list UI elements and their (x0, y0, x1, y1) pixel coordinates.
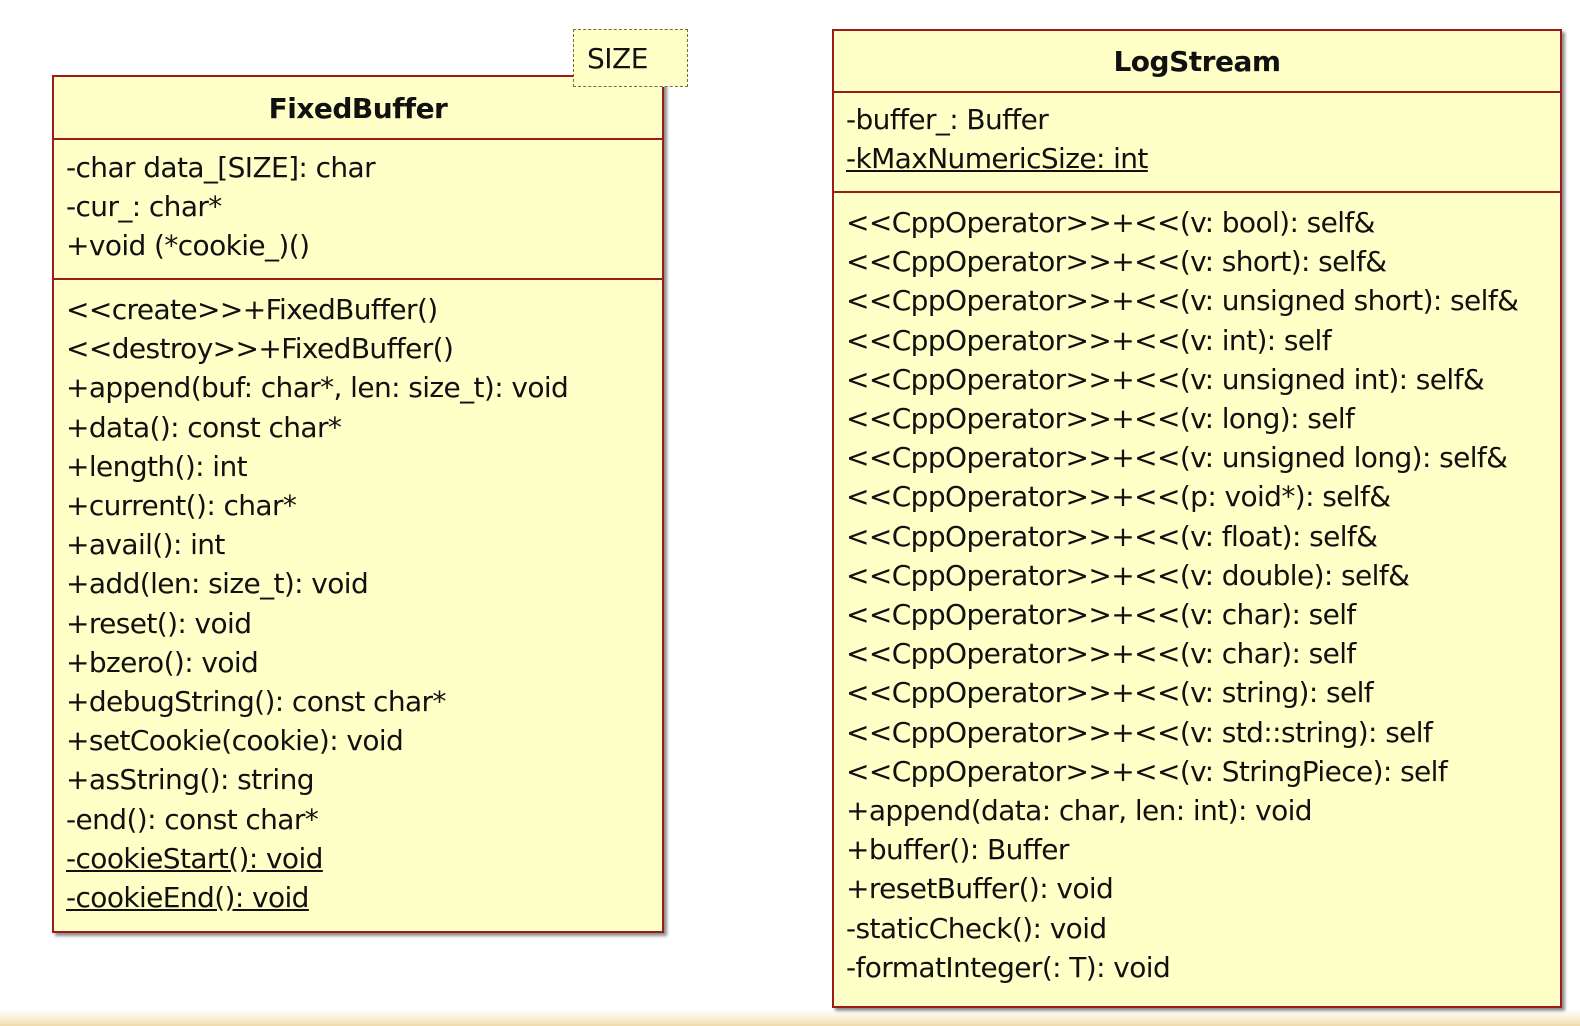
logstream-operation: <<CppOperator>>+<<(v: std::string): self (846, 715, 1433, 749)
fixedbuffer-operation: -cookieStart(): void (66, 841, 323, 875)
logstream-operations: <<CppOperator>>+<<(v: bool): self& <<CppO… (834, 193, 1560, 993)
logstream-operation: +append(data: char, len: int): void (846, 794, 1313, 828)
logstream-attributes: -buffer_: Buffer -kMaxNumericSize: int (834, 93, 1560, 193)
logstream-operation: +resetBuffer(): void (846, 872, 1114, 906)
fixedbuffer-operation: +append(buf: char*, len: size_t): void (66, 371, 569, 405)
logstream-operation: <<CppOperator>>+<<(v: float): self& (846, 519, 1378, 553)
logstream-operation: <<CppOperator>>+<<(v: unsigned long): se… (846, 441, 1508, 475)
fixedbuffer-operation: +setCookie(cookie): void (66, 724, 404, 758)
fixedbuffer-operation: <<destroy>>+FixedBuffer() (66, 332, 454, 366)
fixedbuffer-attribute: +void (*cookie_)() (66, 229, 310, 263)
fixedbuffer-class-name: FixedBuffer (54, 77, 662, 140)
fixedbuffer-operation: +bzero(): void (66, 645, 259, 679)
fixedbuffer-operation: <<create>>+FixedBuffer() (66, 293, 438, 326)
fixedbuffer-class[interactable]: FixedBuffer -char data_[SIZE]: char -cur_… (52, 75, 664, 933)
logstream-class-name: LogStream (834, 31, 1560, 93)
logstream-operation: <<CppOperator>>+<<(v: string): self (846, 676, 1374, 710)
logstream-operation: <<CppOperator>>+<<(v: bool): self& (846, 206, 1376, 239)
logstream-operation: <<CppOperator>>+<<(v: int): self (846, 323, 1332, 357)
logstream-operation: <<CppOperator>>+<<(v: unsigned short): s… (846, 284, 1519, 318)
logstream-operation: <<CppOperator>>+<<(v: short): self& (846, 245, 1387, 279)
logstream-operation: -staticCheck(): void (846, 911, 1107, 945)
fixedbuffer-attribute: -cur_: char* (66, 190, 222, 224)
logstream-operation: <<CppOperator>>+<<(v: long): self (846, 402, 1355, 436)
logstream-operation: <<CppOperator>>+<<(v: unsigned int): sel… (846, 362, 1485, 396)
fixedbuffer-operation: -end(): const char* (66, 802, 319, 836)
logstream-operation: -formatInteger(: T): void (846, 950, 1171, 984)
logstream-class[interactable]: LogStream -buffer_: Buffer -kMaxNumericSi… (832, 29, 1562, 1008)
fixedbuffer-operation: +length(): int (66, 449, 248, 483)
background-glow (0, 1010, 1580, 1026)
fixedbuffer-operation: +asString(): string (66, 763, 315, 797)
logstream-operation: <<CppOperator>>+<<(v: char): self (846, 598, 1356, 632)
logstream-operation: <<CppOperator>>+<<(v: StringPiece): self (846, 754, 1448, 788)
logstream-attribute: -buffer_: Buffer (846, 103, 1049, 136)
fixedbuffer-operation: +debugString(): const char* (66, 685, 446, 719)
fixedbuffer-attributes: -char data_[SIZE]: char -cur_: char* +void… (54, 140, 662, 280)
fixedbuffer-operation: -cookieEnd(): void (66, 881, 309, 915)
fixedbuffer-attribute: -char data_[SIZE]: char (66, 151, 376, 184)
fixedbuffer-operations: <<create>>+FixedBuffer() <<destroy>>+Fixe… (54, 280, 662, 923)
logstream-operation: <<CppOperator>>+<<(v: double): self& (846, 558, 1410, 592)
logstream-attribute: -kMaxNumericSize: int (846, 142, 1148, 176)
fixedbuffer-operation: +reset(): void (66, 606, 252, 640)
logstream-operation: <<CppOperator>>+<<(v: char): self (846, 637, 1356, 671)
logstream-operation: +buffer(): Buffer (846, 833, 1069, 867)
fixedbuffer-operation: +data(): const char* (66, 410, 342, 444)
fixedbuffer-operation: +current(): char* (66, 489, 297, 523)
fixedbuffer-operation: +avail(): int (66, 528, 225, 562)
template-parameter-box: SIZE (573, 29, 688, 87)
logstream-operation: <<CppOperator>>+<<(p: void*): self& (846, 480, 1391, 514)
fixedbuffer-operation: +add(len: size_t): void (66, 567, 369, 601)
